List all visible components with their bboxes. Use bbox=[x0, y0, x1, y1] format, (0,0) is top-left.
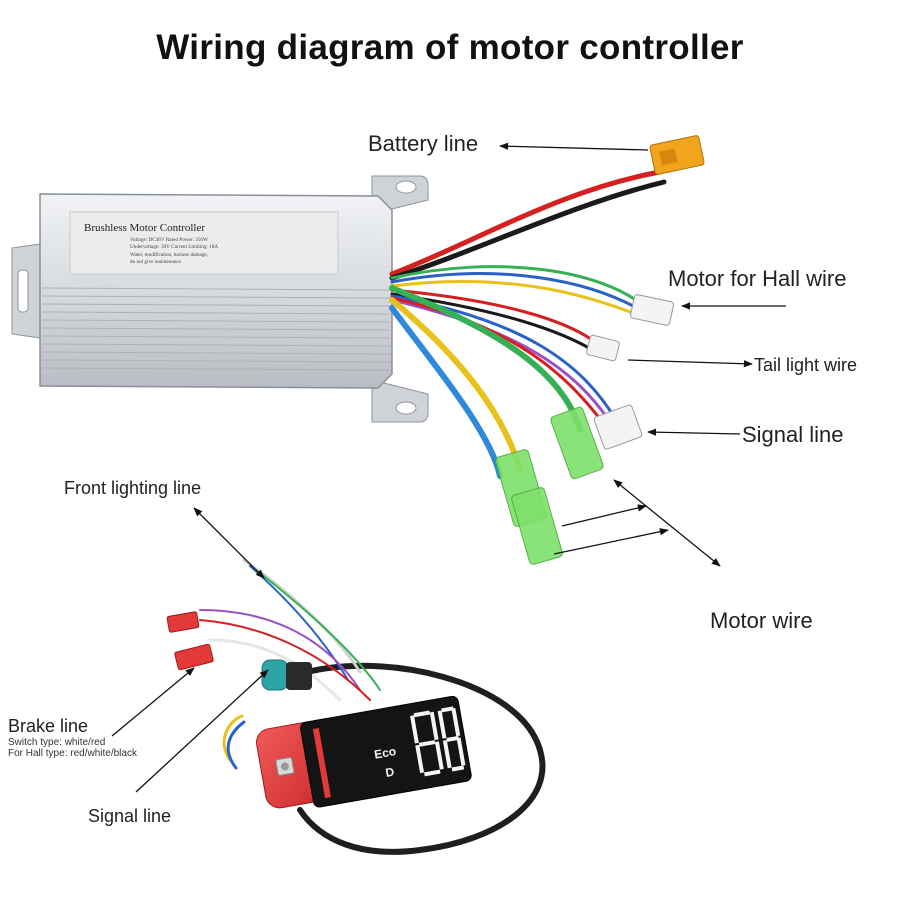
label-brake-hall-note: For Hall type: red/white/black bbox=[8, 748, 137, 759]
arrow-icon bbox=[111, 667, 195, 737]
controller-spec-line: Water, modification, harness damage, bbox=[130, 251, 208, 258]
display-gear-text: D bbox=[384, 765, 395, 780]
label-motor-wire: Motor wire bbox=[710, 608, 813, 633]
tail-light-connector-icon bbox=[586, 334, 620, 362]
controller-spec-line: do not give maintenance. bbox=[130, 259, 182, 265]
arrow-icon bbox=[561, 504, 647, 527]
annotation-arrows bbox=[111, 142, 786, 793]
dashboard-display bbox=[256, 695, 472, 809]
hall-connector-icon bbox=[630, 294, 674, 326]
arrow-icon bbox=[613, 479, 721, 567]
arrow-icon bbox=[647, 428, 741, 436]
label-brake-switch-note: Switch type: white/red bbox=[8, 737, 106, 748]
motor-controller-housing bbox=[11, 175, 429, 423]
signal-plug-icon bbox=[261, 659, 312, 691]
label-battery-line: Battery line bbox=[368, 131, 479, 156]
display-cable bbox=[199, 558, 546, 855]
arrow-icon bbox=[627, 359, 753, 368]
label-signal-line-bottom: Signal line bbox=[88, 806, 172, 826]
controller-spec-line: Undervoltage: 30V Current Limiting: 18A bbox=[130, 244, 218, 250]
controller-spec-line: Voltage: DC36V Rated Power: 350W bbox=[130, 237, 208, 243]
label-signal-line-top: Signal line bbox=[742, 422, 844, 447]
controller-label-title: Brushless Motor Controller bbox=[84, 222, 205, 234]
label-motor-hall-wire: Motor for Hall wire bbox=[668, 266, 847, 291]
xt60-connector-icon bbox=[649, 135, 705, 175]
page-title: Wiring diagram of motor controller bbox=[156, 28, 744, 67]
label-brake-line: Brake line bbox=[8, 716, 89, 736]
display-mode-text: Eco bbox=[373, 744, 397, 762]
arrow-icon bbox=[135, 669, 269, 793]
brake-connector-icon bbox=[166, 611, 214, 671]
label-tail-light-wire: Tail light wire bbox=[754, 355, 858, 375]
motor-phase-connector-icon bbox=[495, 406, 604, 565]
arrow-icon bbox=[499, 142, 649, 151]
label-front-lighting-line: Front lighting line bbox=[64, 478, 202, 498]
arrow-icon bbox=[193, 507, 265, 579]
controller-wire-bundle bbox=[389, 169, 667, 479]
arrow-icon bbox=[553, 528, 669, 555]
signal-connector-icon bbox=[593, 404, 643, 450]
